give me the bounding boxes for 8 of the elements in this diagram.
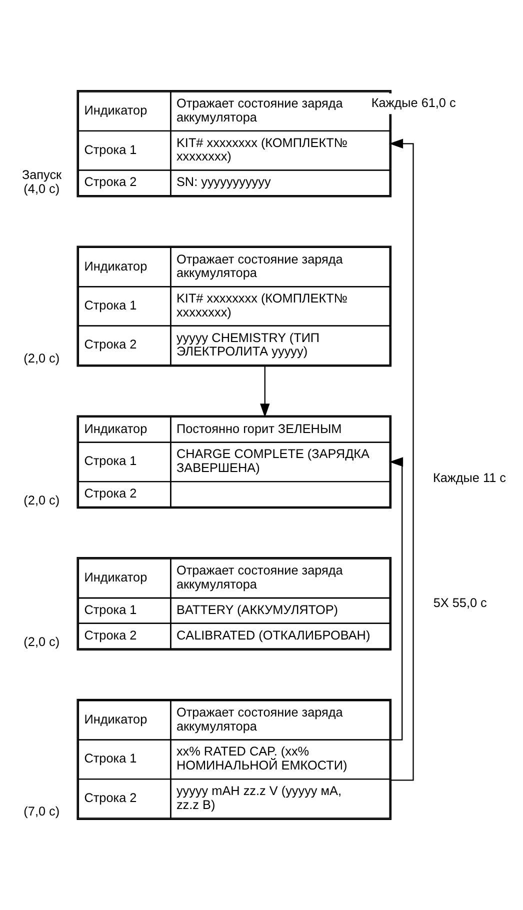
label: 5X 55,0 с <box>433 596 487 610</box>
node-label: (2,0 с) <box>24 493 60 508</box>
edge-label: Каждые 11 с <box>433 470 506 485</box>
node-label: (4,0 с) <box>24 182 60 196</box>
node-label: (2,0 с) <box>24 352 60 366</box>
node-label: (2,0 с) <box>24 635 60 650</box>
node-label: Запуск <box>22 168 62 182</box>
node-label: (7,0 с) <box>24 804 60 819</box>
